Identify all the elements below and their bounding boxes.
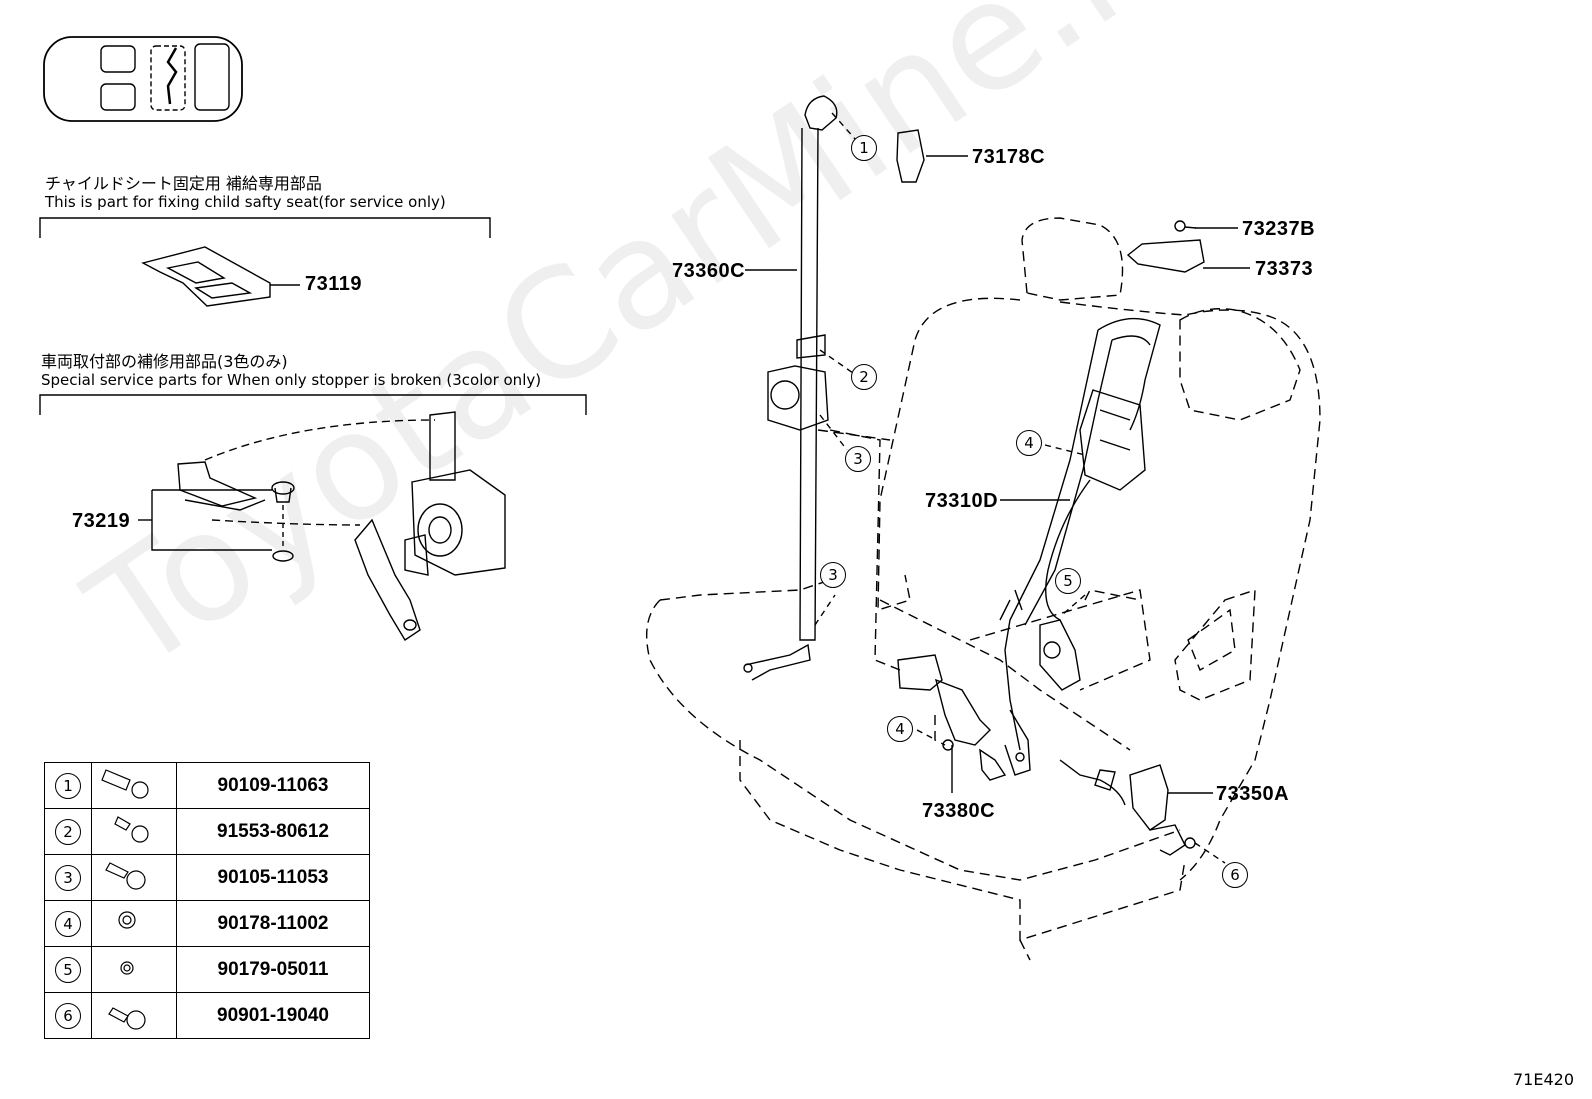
outer-belt-73360c [743, 95, 838, 681]
ref-4-marker-buckle: 4 [887, 716, 913, 742]
fastener-part-number[interactable]: 90178-11002 [176, 900, 370, 947]
stopper-detail [138, 411, 506, 641]
seat-locator-icon [43, 36, 243, 122]
leader-lines [814, 112, 1226, 864]
bolt-icon [91, 992, 177, 1039]
nut-icon [91, 900, 177, 947]
stopper-note-en: Special service parts for When only stop… [41, 371, 542, 389]
child-seat-note-en: This is part for fixing child safty seat… [45, 193, 446, 211]
fastener-part-number[interactable]: 91553-80612 [176, 808, 370, 855]
ref-2-marker: 2 [851, 364, 877, 390]
table-row: 5 90179-05011 [44, 946, 370, 993]
belt-cover-73178c [896, 129, 925, 183]
part-73237b[interactable]: 73237B [1242, 218, 1316, 240]
bolt-icon [91, 854, 177, 901]
cover-73373 [1126, 239, 1205, 273]
buckle-73350a [1059, 759, 1196, 856]
ref-3-marker-upper: 3 [845, 446, 871, 472]
fastener-part-number[interactable]: 90109-11063 [176, 762, 370, 809]
fastener-part-number[interactable]: 90179-05011 [176, 946, 370, 993]
part-73219[interactable]: 73219 [72, 510, 131, 532]
small-nut-icon [91, 946, 177, 993]
rear-seat-outline [645, 217, 1321, 961]
child-seat-bracket [39, 217, 491, 238]
stopper-bracket [39, 394, 587, 415]
part-73178c[interactable]: 73178C [972, 146, 1046, 168]
table-row: 4 90178-11002 [44, 900, 370, 947]
clip-73237b [1174, 220, 1197, 232]
child-seat-anchor-plate [141, 246, 300, 307]
solid-leaders [745, 155, 1250, 794]
ref-5-label: 5 [55, 956, 81, 983]
part-73373[interactable]: 73373 [1255, 258, 1314, 280]
part-73360c[interactable]: 73360C [672, 260, 746, 282]
ref-5-marker: 5 [1055, 568, 1081, 594]
fastener-part-number[interactable]: 90105-11053 [176, 854, 370, 901]
table-row: 1 90109-11063 [44, 762, 370, 809]
fastener-table: 1 90109-11063 2 91553-80612 3 90105-1105… [44, 762, 370, 1039]
ref-6-marker: 6 [1222, 862, 1248, 888]
part-73310d[interactable]: 73310D [925, 490, 999, 512]
center-belt-73310d [999, 317, 1161, 776]
ref-3-marker-lower: 3 [820, 562, 846, 588]
stopper-note-jp: 車両取付部の補修用部品(3色のみ) [41, 352, 288, 371]
ref-1-marker: 1 [851, 135, 877, 161]
buckle-73380c [897, 654, 1007, 781]
ref-1-label: 1 [55, 772, 81, 799]
child-seat-note-jp: チャイルドシート固定用 補給専用部品 [45, 174, 322, 193]
figure-code: 71E420 [1512, 1070, 1574, 1089]
ref-2-label: 2 [55, 818, 81, 845]
part-73380c[interactable]: 73380C [922, 800, 996, 822]
table-row: 3 90105-11053 [44, 854, 370, 901]
ref-3-label: 3 [55, 864, 81, 891]
ref-4-label: 4 [55, 910, 81, 937]
ref-6-label: 6 [55, 1002, 81, 1029]
part-73350a[interactable]: 73350A [1216, 783, 1290, 805]
bolt-icon [91, 808, 177, 855]
ref-4-marker-belt: 4 [1016, 430, 1042, 456]
table-row: 2 91553-80612 [44, 808, 370, 855]
long-bolt-icon [91, 762, 177, 809]
part-73119[interactable]: 73119 [305, 273, 363, 295]
fastener-part-number[interactable]: 90901-19040 [176, 992, 370, 1039]
table-row: 6 90901-19040 [44, 992, 370, 1039]
